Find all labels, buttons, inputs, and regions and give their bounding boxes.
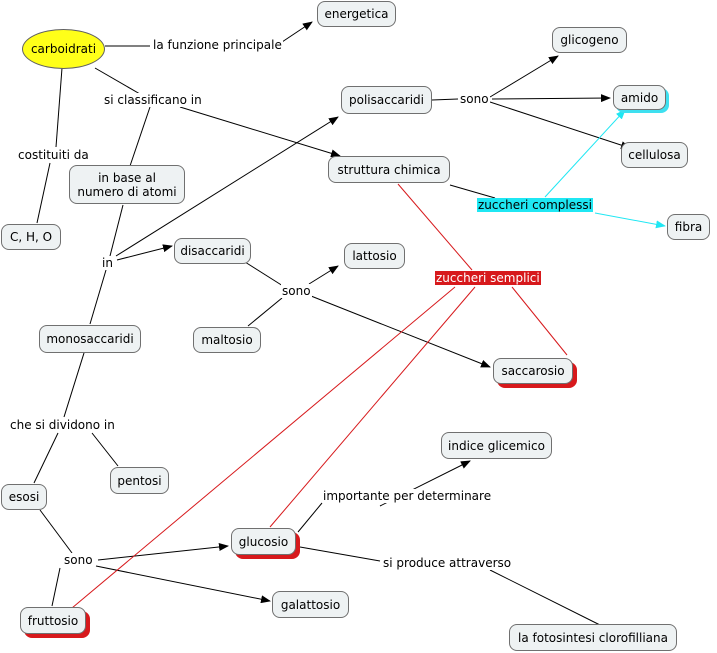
concept-glucosio[interactable]: glucosio bbox=[231, 528, 296, 555]
concept-in-base-al-numero-di-atomi[interactable]: in base al numero di atomi bbox=[69, 165, 185, 204]
concept-energetica[interactable]: energetica bbox=[317, 1, 396, 27]
concept-maltosio[interactable]: maltosio bbox=[193, 327, 261, 353]
concept-glicogeno[interactable]: glicogeno bbox=[552, 27, 627, 53]
concept-monosaccaridi[interactable]: monosaccaridi bbox=[39, 325, 141, 353]
concept-saccarosio[interactable]: saccarosio bbox=[493, 358, 573, 384]
link-zuccheri-semplici: zuccheri semplici bbox=[435, 271, 541, 285]
concept-fruttosio[interactable]: fruttosio bbox=[20, 607, 86, 634]
link-in: in bbox=[101, 256, 114, 270]
concept-carboidrati[interactable]: carboidrati bbox=[22, 29, 105, 69]
link-la-funzione-principale: la funzione principale bbox=[152, 38, 283, 52]
concept-fotosintesi-clorofilliana[interactable]: la fotosintesi clorofilliana bbox=[509, 624, 677, 651]
link-zuccheri-complessi: zuccheri complessi bbox=[477, 198, 593, 212]
link-costituiti-da: costituiti da bbox=[17, 148, 90, 162]
concept-struttura-chimica[interactable]: struttura chimica bbox=[328, 156, 450, 183]
concept-cellulosa[interactable]: cellulosa bbox=[621, 142, 688, 168]
concept-fibra[interactable]: fibra bbox=[667, 214, 710, 240]
concept-galattosio[interactable]: galattosio bbox=[272, 591, 349, 618]
concept-amido[interactable]: amido bbox=[613, 85, 666, 110]
concept-c-h-o[interactable]: C, H, O bbox=[1, 224, 61, 250]
link-sono-polisaccaridi: sono bbox=[459, 92, 490, 106]
link-che-si-dividono-in: che si dividono in bbox=[9, 418, 116, 432]
concept-esosi[interactable]: esosi bbox=[1, 484, 47, 510]
link-si-classificano-in: si classificano in bbox=[103, 93, 203, 107]
link-sono-disaccaridi: sono bbox=[281, 284, 312, 298]
concept-polisaccaridi[interactable]: polisaccaridi bbox=[341, 86, 432, 114]
concept-disaccaridi[interactable]: disaccaridi bbox=[174, 238, 251, 264]
concept-lattosio[interactable]: lattosio bbox=[344, 243, 405, 269]
concept-indice-glicemico[interactable]: indice glicemico bbox=[441, 432, 552, 459]
concept-pentosi[interactable]: pentosi bbox=[110, 467, 169, 494]
link-importante-per-determinare: importante per determinare bbox=[322, 489, 493, 503]
link-sono-esosi: sono bbox=[63, 553, 94, 567]
link-si-produce-attraverso: si produce attraverso bbox=[382, 556, 513, 570]
